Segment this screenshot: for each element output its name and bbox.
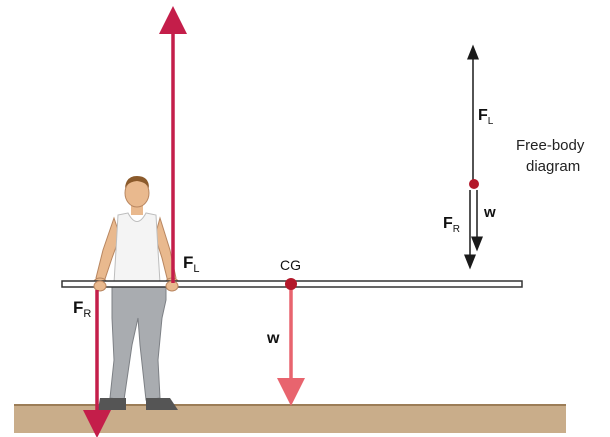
fbd-w-label: w (483, 204, 496, 221)
free-body-diagram: FL FR w Free-body diagram (443, 44, 585, 270)
fbd-fl-label: FL (478, 107, 494, 127)
fbd-fr-label: FR (443, 215, 460, 235)
fbd-title-line2: diagram (526, 158, 580, 175)
cg-label: CG (280, 257, 301, 273)
cg-dot (285, 278, 297, 290)
fbd-title-line1: Free-body (516, 137, 585, 154)
hair (125, 176, 149, 188)
pants (109, 282, 167, 401)
fbd-cg-dot (469, 179, 479, 189)
tank-top (113, 212, 161, 284)
fr-label: FR (73, 298, 91, 320)
fl-label: FL (183, 253, 200, 275)
right-shoe (146, 398, 178, 410)
left-shoe (98, 398, 126, 410)
w-label: w (266, 330, 280, 347)
person-figure (92, 176, 180, 410)
left-hand-grip (93, 280, 107, 292)
